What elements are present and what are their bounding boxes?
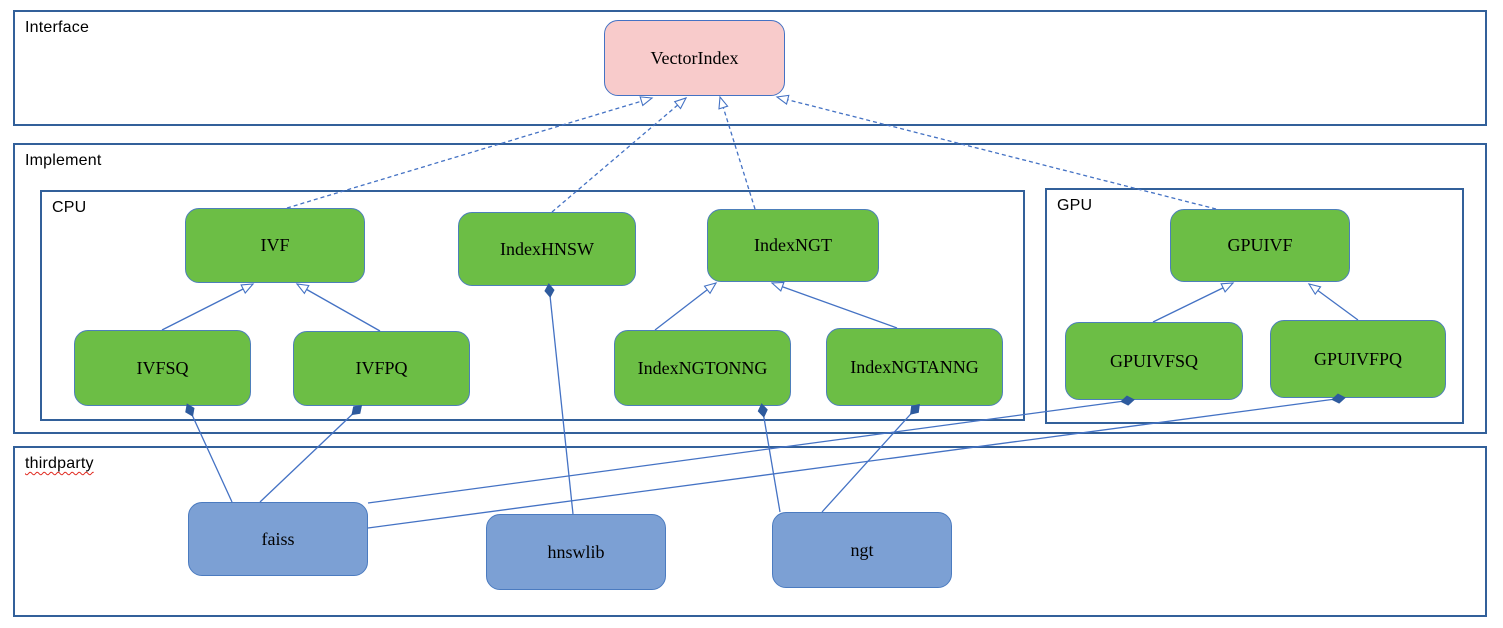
- node-label-ivfsq: IVFSQ: [136, 357, 189, 378]
- node-gpuivf[interactable]: GPUIVF: [1170, 209, 1350, 282]
- node-label-gpuivfpq: GPUIVFPQ: [1313, 348, 1403, 369]
- node-gpuivfpq[interactable]: GPUIVFPQ: [1270, 320, 1446, 398]
- node-label-ngt: ngt: [850, 539, 874, 560]
- node-gpuivfsq[interactable]: GPUIVFSQ: [1065, 322, 1243, 400]
- node-ivfsq[interactable]: IVFSQ: [74, 330, 251, 406]
- node-label-gpuivf: GPUIVF: [1227, 235, 1293, 255]
- node-label-ivfpq: IVFPQ: [355, 358, 408, 378]
- section-thirdparty-label: thirdparty: [25, 455, 94, 472]
- section-interface-label: Interface: [25, 19, 90, 36]
- section-cpu-label: CPU: [52, 199, 87, 216]
- section-implement-label: Implement: [25, 152, 102, 169]
- node-ngt[interactable]: ngt: [772, 512, 952, 588]
- node-label-vectorindex: VectorIndex: [650, 47, 739, 68]
- node-hnswlib[interactable]: hnswlib: [486, 514, 666, 590]
- node-ivfpq[interactable]: IVFPQ: [293, 331, 470, 406]
- node-label-faiss: faiss: [261, 528, 295, 549]
- node-label-indexngtonng: IndexNGTONNG: [637, 357, 768, 378]
- node-label-gpuivfsq: GPUIVFSQ: [1109, 350, 1199, 371]
- section-gpu-label: GPU: [1057, 197, 1093, 214]
- node-label-hnswlib: hnswlib: [547, 541, 605, 562]
- node-indexhnsw[interactable]: IndexHNSW: [458, 212, 636, 286]
- node-indexngtanng[interactable]: IndexNGTANNG: [826, 328, 1003, 406]
- node-indexngt[interactable]: IndexNGT: [707, 209, 879, 282]
- node-label-indexhnsw: IndexHNSW: [500, 238, 594, 259]
- node-label-ivf: IVF: [260, 235, 290, 255]
- node-indexngtonng[interactable]: IndexNGTONNG: [614, 330, 791, 406]
- node-label-indexngtanng: IndexNGTANNG: [850, 356, 979, 377]
- node-label-indexngt: IndexNGT: [754, 235, 832, 255]
- node-ivf[interactable]: IVF: [185, 208, 365, 283]
- node-faiss[interactable]: faiss: [188, 502, 368, 576]
- node-vectorindex[interactable]: VectorIndex: [604, 20, 785, 96]
